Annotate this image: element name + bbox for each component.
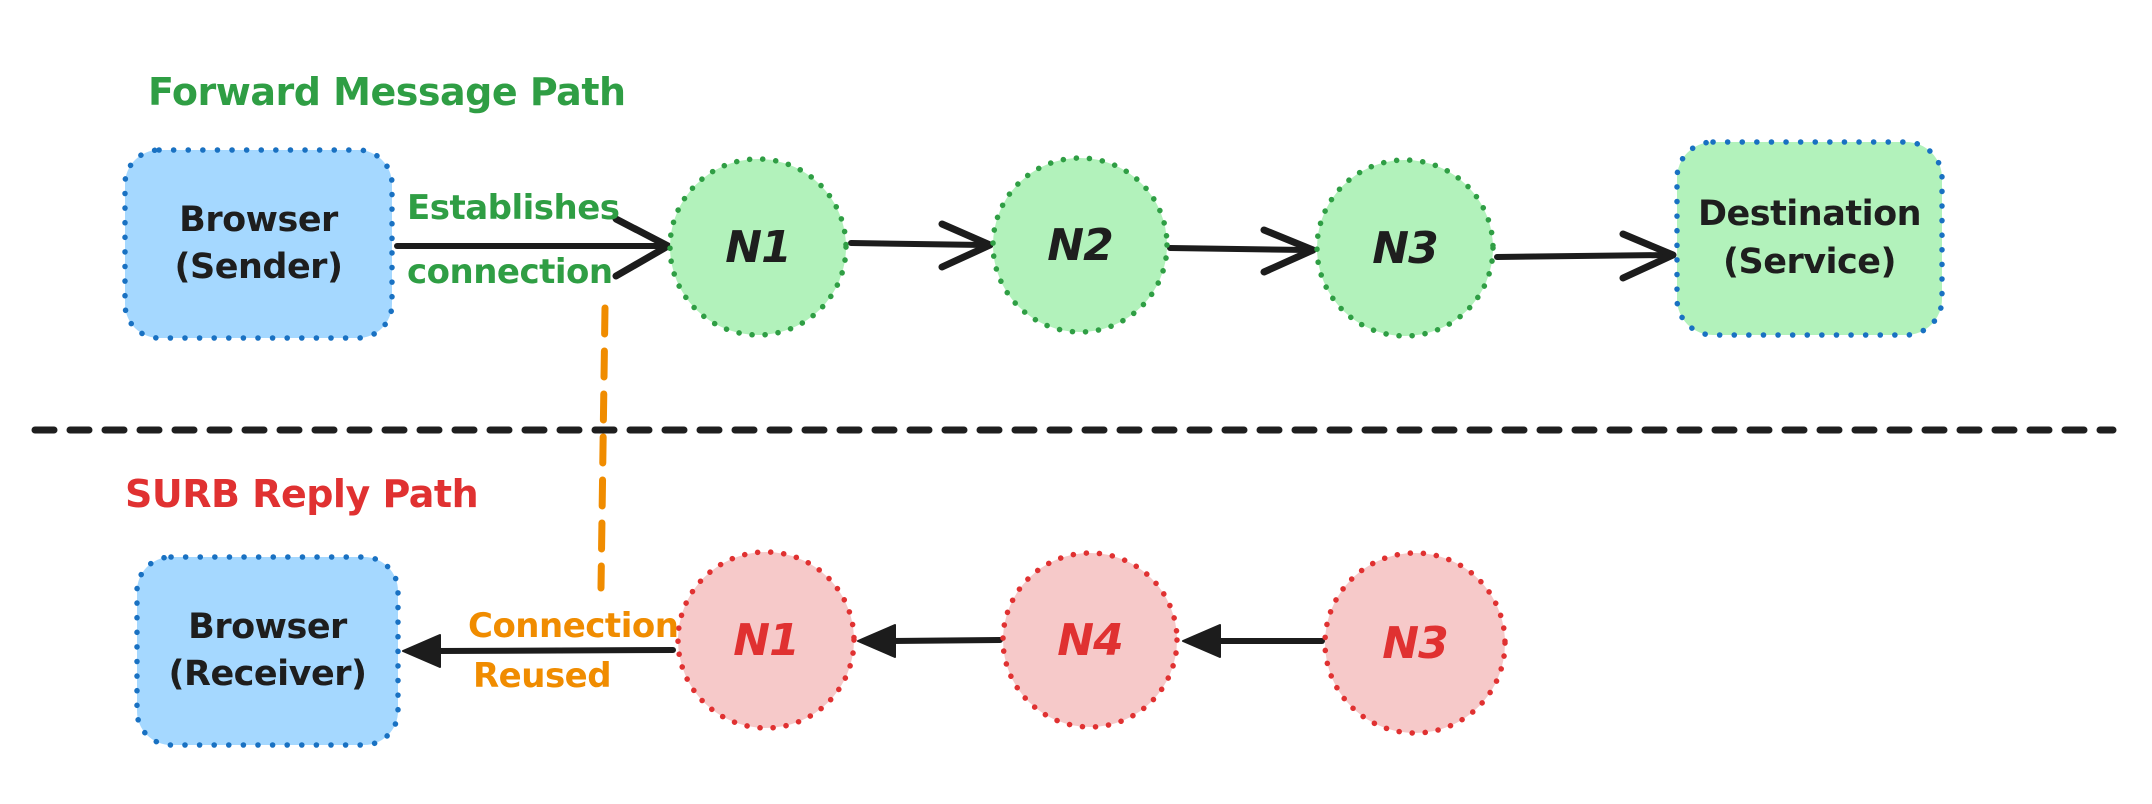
node-reply-n3-shape	[1322, 550, 1508, 736]
reply-section-title: SURB Reply Path	[125, 472, 479, 516]
destination-box: Destination (Service)	[1677, 142, 1942, 335]
browser-sender-shape	[122, 147, 395, 341]
reply-edge-label-line2: Reused	[473, 656, 612, 696]
destination-label-line2: (Service)	[1723, 241, 1897, 282]
receiver-label-line1: Browser	[188, 606, 347, 647]
arrow-n1-to-n2	[848, 220, 994, 271]
receiver-label-line2: (Receiver)	[168, 654, 367, 694]
destination-shape	[1674, 139, 1945, 338]
sender-label-line2: (Sender)	[174, 247, 343, 287]
node-forward-n2: N2	[1047, 219, 1113, 271]
arrow-n3-to-n4	[1182, 624, 1325, 658]
browser-receiver-box: Browser (Receiver)	[137, 557, 398, 745]
node-forward-n1: N1	[725, 221, 791, 273]
arrow-n1-to-receiver	[402, 634, 676, 668]
arrow-n4-to-n1	[857, 624, 1003, 658]
node-forward-n3: N3	[1372, 222, 1438, 274]
node-forward-n3-shape	[1314, 157, 1496, 339]
forward-edge-label-line1: Establishes	[407, 188, 620, 228]
browser-receiver-shape	[134, 554, 401, 748]
arrow-n3-to-destination	[1494, 230, 1677, 282]
forward-section-title: Forward Message Path	[148, 70, 626, 114]
node-forward-n2-shape	[990, 155, 1170, 335]
node-reply-n4: N4	[1057, 614, 1123, 666]
node-reply-n3: N3	[1382, 617, 1448, 669]
node-forward-n1-shape	[667, 156, 849, 338]
reply-edge-label-line1: Connection	[468, 606, 679, 646]
arrow-n2-to-n3	[1167, 226, 1317, 276]
sender-label-line1: Browser	[179, 199, 338, 240]
browser-sender-box: Browser (Sender)	[125, 150, 392, 338]
node-reply-n4-shape	[1000, 550, 1180, 730]
connection-reuse-dashed-line	[597, 304, 609, 592]
forward-edge-label-line2: connection	[407, 252, 613, 292]
destination-label-line1: Destination	[1697, 194, 1922, 235]
node-reply-n1-shape	[675, 549, 857, 731]
node-reply-n1: N1	[733, 614, 799, 666]
